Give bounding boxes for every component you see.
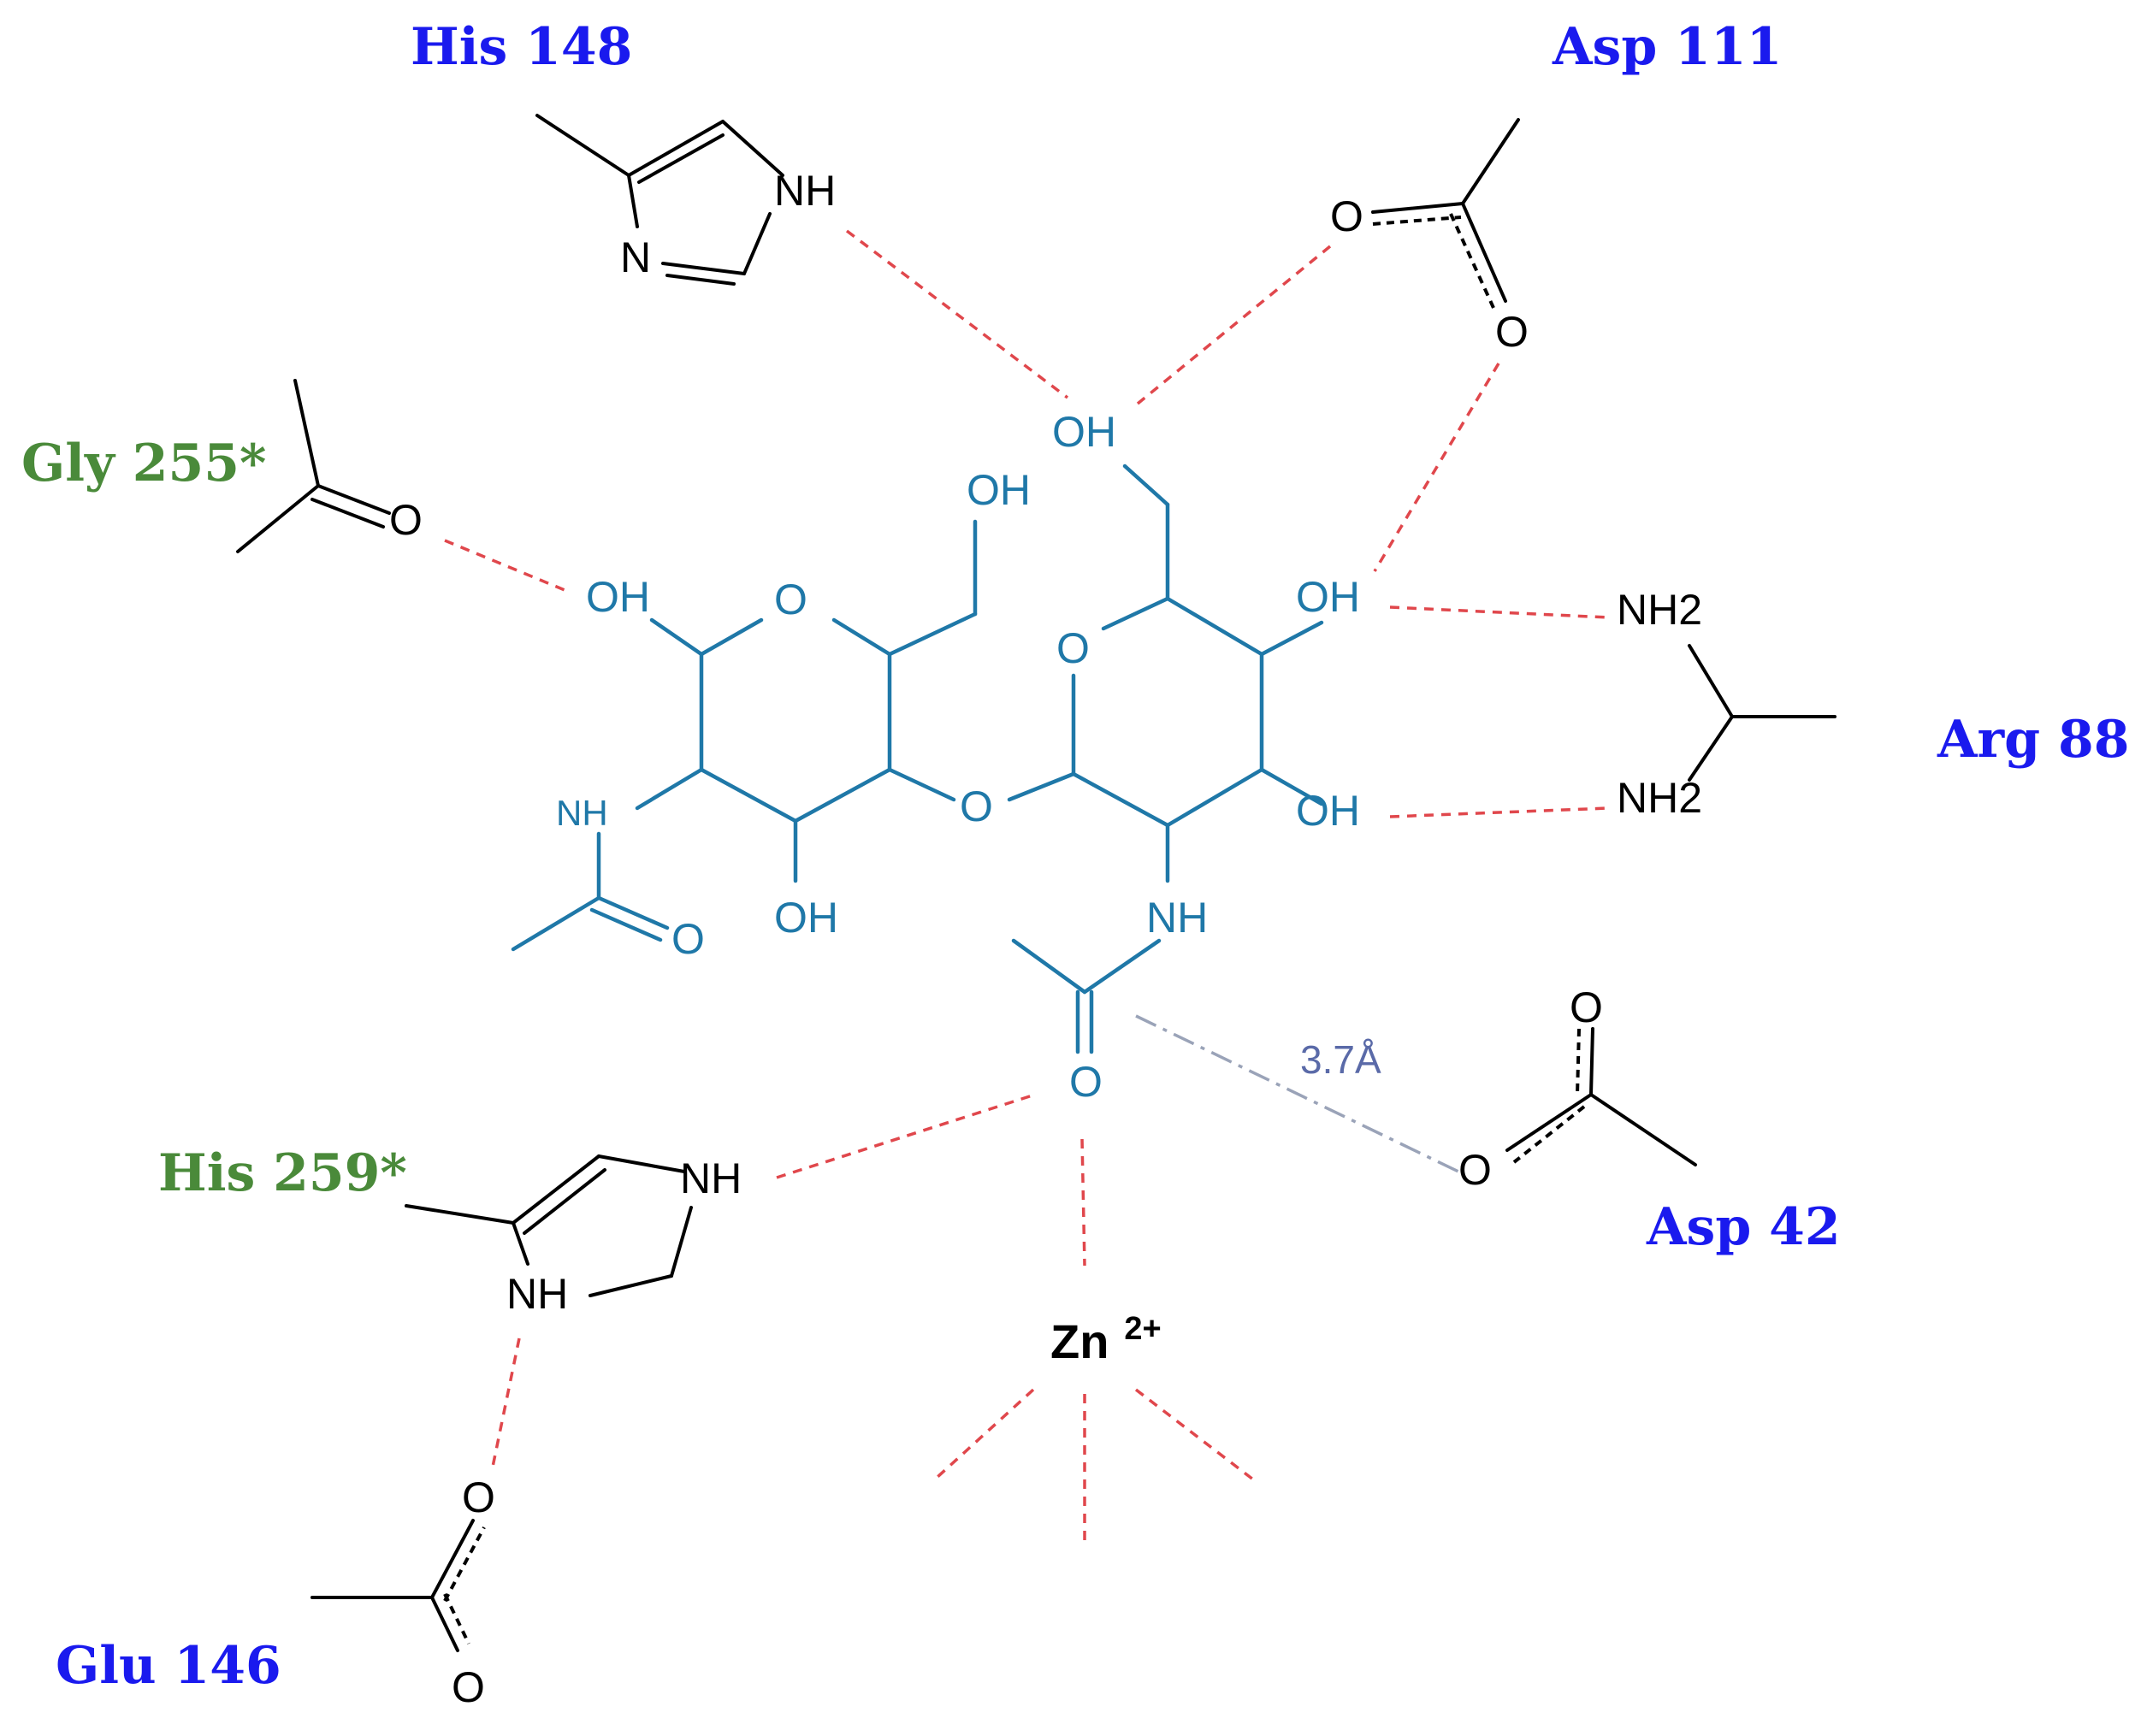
imidazole-icon xyxy=(535,114,784,286)
ligand-ring-o-left: O xyxy=(774,576,807,623)
ligand-ring-o-right: O xyxy=(1056,624,1090,672)
residue-label-arg88: Arg 88 xyxy=(1937,710,2130,770)
carboxylate-icon xyxy=(1371,118,1520,309)
carbonyl-icon xyxy=(236,379,391,553)
asp42-o1-label: O xyxy=(1570,983,1603,1031)
gly255-o-label: O xyxy=(389,496,423,544)
ligand-glycosidic-o: O xyxy=(960,782,993,830)
ligand-oh-anomeric: OH xyxy=(586,573,650,621)
carboxylate-icon xyxy=(311,1519,486,1652)
his259-nh2-label: NH xyxy=(506,1270,568,1318)
hbond-asp111-oh-b xyxy=(1373,363,1500,572)
residue-label-glu146: Glu 146 xyxy=(56,1636,281,1696)
residue-label-asp42: Asp 42 xyxy=(1646,1197,1841,1257)
carboxylate-icon xyxy=(1505,1027,1697,1166)
ligand-oh-left-bottom: OH xyxy=(774,894,838,942)
residue-label-his148: His 148 xyxy=(411,17,632,77)
asp111-o2-label: O xyxy=(1495,308,1529,356)
distance-label: 3.7Å xyxy=(1300,1037,1381,1082)
asp42-contact-line xyxy=(1135,1014,1459,1173)
hbond-his148-oh xyxy=(845,229,1069,399)
residue-label-asp111: Asp 111 xyxy=(1552,17,1782,77)
zn-coordination-a xyxy=(935,1388,1035,1479)
arg88-nh2-lower-label: NH2 xyxy=(1617,774,1702,822)
ligand-oh-c4: OH xyxy=(1296,573,1360,621)
his148-n-label: N xyxy=(620,233,651,281)
hbond-arg88-oh-upper xyxy=(1389,605,1609,619)
asp42-o2-label: O xyxy=(1458,1146,1492,1194)
ligand-o-acetamide-left: O xyxy=(671,915,705,963)
ligand-oh-c6: OH xyxy=(1052,408,1116,456)
residue-label-gly255: Gly 255* xyxy=(21,434,266,493)
glu146-o2-label: O xyxy=(452,1663,485,1711)
imidazole-icon xyxy=(405,1154,693,1297)
hbond-gly255-oh xyxy=(444,539,570,593)
glu146-o1-label: O xyxy=(462,1473,495,1521)
hbond-asp111-oh-a xyxy=(1136,245,1332,405)
ligand-nh-right: NH xyxy=(1146,894,1208,942)
hbond-his259-carbonyl xyxy=(776,1093,1036,1179)
ligand-o-acetamide-right: O xyxy=(1069,1058,1103,1106)
arg88-nh2-upper-label: NH2 xyxy=(1617,586,1702,634)
ligand-nh-left: NH xyxy=(556,793,608,833)
zn-coordination-c xyxy=(1134,1388,1255,1481)
hbond-his259-glu146 xyxy=(490,1337,521,1472)
hydrogen-bonds xyxy=(444,229,1609,1544)
residue-label-his259: His 259* xyxy=(158,1143,407,1203)
asp111-o1-label: O xyxy=(1330,192,1363,240)
ligand-oh-top-left: OH xyxy=(967,466,1031,514)
hbond-arg88-oh-lower xyxy=(1389,806,1609,818)
his259-nh1-label: NH xyxy=(680,1154,742,1202)
pyranose-ring-icon xyxy=(511,464,1324,1054)
his148-nh-label: NH xyxy=(774,167,836,215)
hbond-zn-carbonyl xyxy=(1080,1138,1086,1267)
guanidinium-icon xyxy=(1688,644,1836,782)
ligand-oh-c3: OH xyxy=(1296,787,1360,835)
